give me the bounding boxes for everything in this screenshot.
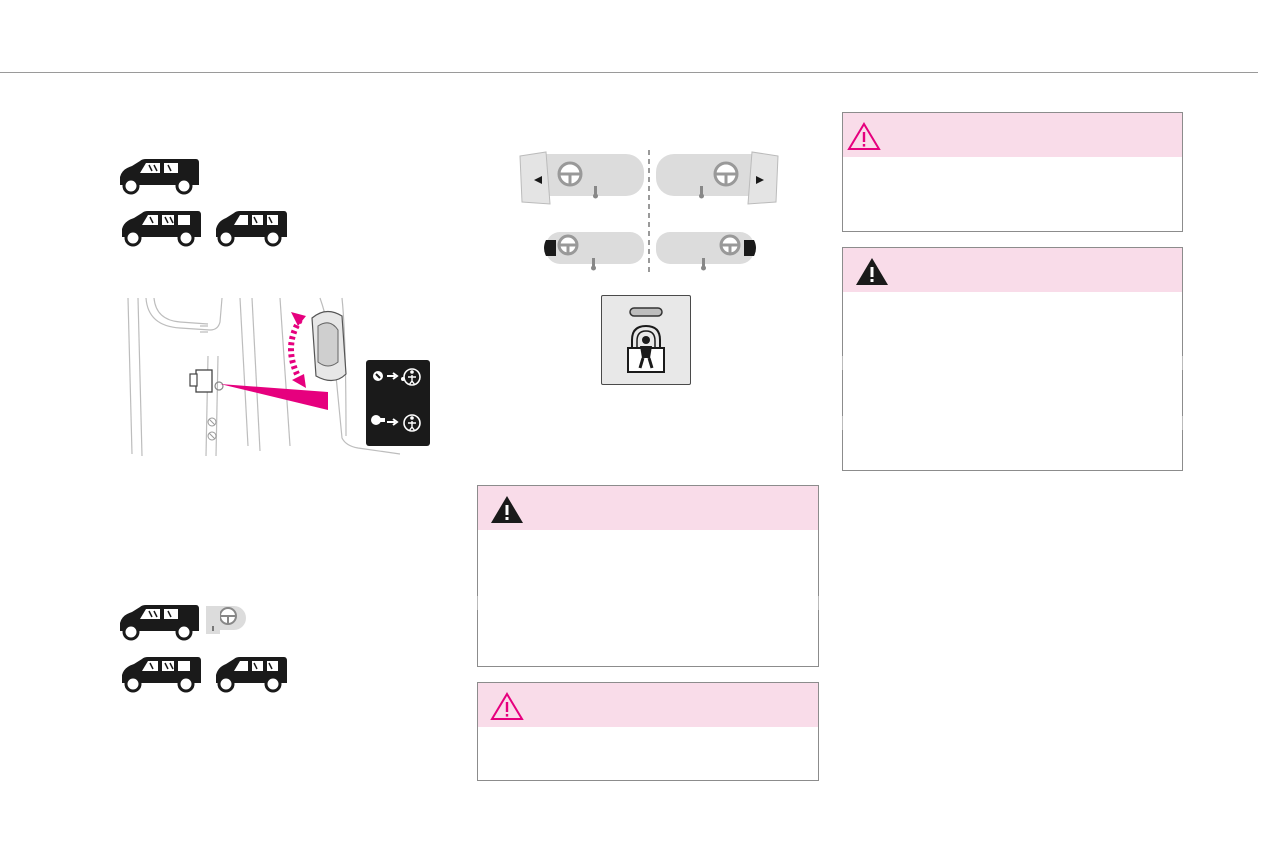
warning-solid-icon — [856, 258, 888, 285]
caution-box — [477, 682, 819, 781]
caution-header — [478, 683, 818, 727]
lhd-front-doors — [519, 151, 644, 205]
rhd-rear — [656, 232, 756, 271]
lhd-rear — [544, 232, 644, 271]
caution-header — [843, 113, 1182, 157]
van-long-icon — [122, 211, 201, 247]
seat-layout-diagrams — [519, 150, 779, 274]
rhd-front-doors — [656, 151, 779, 205]
van-long-icon — [216, 657, 287, 693]
warning-box — [477, 485, 819, 667]
steering-wheel-icon — [206, 606, 246, 634]
warning-box — [842, 247, 1183, 471]
van-long-icon — [122, 657, 201, 693]
van-short-icon — [120, 605, 199, 641]
warning-outline-icon — [847, 122, 881, 150]
header-rule — [0, 72, 1258, 73]
caution-box — [842, 112, 1183, 232]
warning-outline-icon — [490, 692, 524, 720]
van-long-icon — [216, 211, 287, 247]
van-short-icon — [120, 159, 199, 195]
child-lock-switch-panel — [601, 295, 691, 385]
warning-header — [843, 248, 1182, 292]
warning-solid-icon — [491, 496, 523, 523]
child-lock-indicator-icon — [627, 307, 665, 373]
warning-header — [478, 486, 818, 530]
child-lock-door-switch-illustration — [127, 297, 430, 457]
